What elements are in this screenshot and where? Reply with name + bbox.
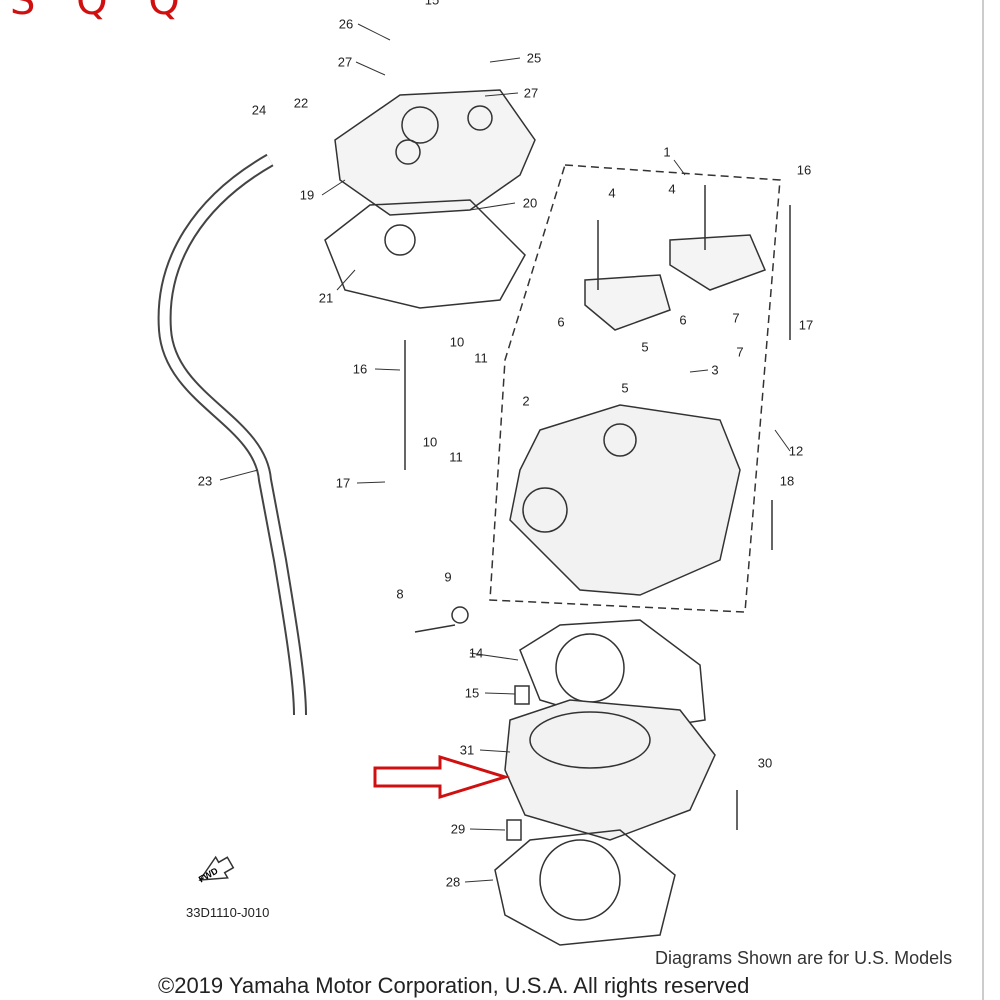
- callout-number: 4: [668, 181, 676, 197]
- callout-number: 22: [293, 95, 309, 111]
- callout-number: 30: [757, 755, 773, 771]
- callout-number: 5: [641, 339, 649, 355]
- callout-number: 23: [197, 473, 213, 489]
- callout-number: 17: [798, 317, 814, 333]
- callout-number: 14: [468, 645, 484, 661]
- copyright-text: ©2019 Yamaha Motor Corporation, U.S.A. A…: [158, 973, 750, 998]
- callout-number: 29: [450, 821, 466, 837]
- callout-number: 10: [422, 434, 438, 450]
- callout-number: 10: [449, 334, 465, 350]
- callout-number: 7: [736, 344, 744, 360]
- callout-number: 28: [445, 874, 461, 890]
- callout-number: 27: [337, 54, 353, 70]
- callout-number: 16: [352, 361, 368, 377]
- callout-number: 6: [557, 314, 565, 330]
- callout-number: 1: [663, 144, 671, 160]
- cylinder-head: [509, 404, 741, 596]
- callout-number: 2: [522, 393, 530, 409]
- right-border: [982, 0, 984, 1000]
- callout-number: 15: [464, 685, 480, 701]
- disclaimer-text: Diagrams Shown are for U.S. Models: [655, 948, 953, 968]
- callout-number: 11: [474, 350, 488, 366]
- callout-number: 6: [679, 312, 687, 328]
- callout-number: 24: [251, 102, 267, 118]
- callout-number: 3: [711, 362, 719, 378]
- base-gasket: [494, 829, 676, 946]
- callout-number: 11: [449, 449, 463, 465]
- callout-number: 7: [732, 310, 740, 326]
- fwd-arrow-icon: [198, 855, 235, 881]
- callout-number: 16: [796, 162, 812, 178]
- callout-number: 9: [444, 569, 452, 585]
- callout-number: 18: [779, 473, 795, 489]
- callout-number: 31: [459, 742, 475, 758]
- red-header-letters: S Q Q: [10, 0, 194, 24]
- callout-number: 20: [522, 195, 538, 211]
- callout-number: 12: [788, 443, 804, 459]
- callout-number: 19: [299, 187, 315, 203]
- highlight-arrow: [373, 754, 511, 800]
- callout-number: 26: [338, 16, 354, 32]
- callout-number: 5: [621, 380, 629, 396]
- callout-number: 4: [608, 185, 616, 201]
- callout-number: 8: [396, 586, 404, 602]
- callout-number: 21: [318, 290, 334, 306]
- cover-gasket: [324, 199, 526, 309]
- cylinder-block: [504, 699, 716, 841]
- diagram-code: 33D1110-J010: [186, 905, 270, 920]
- callout-number: 17: [335, 475, 351, 491]
- valve-cover: [334, 89, 536, 216]
- callout-number: 25: [526, 50, 542, 66]
- callout-number: 15: [424, 0, 440, 8]
- callout-number: 27: [523, 85, 539, 101]
